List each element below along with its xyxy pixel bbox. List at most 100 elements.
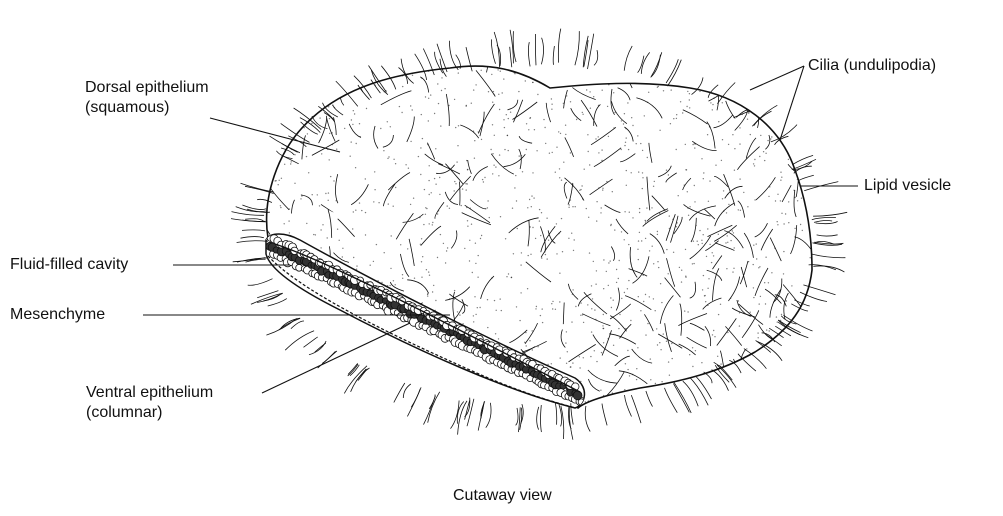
stipple-dot [781, 213, 782, 214]
stipple-dot [598, 152, 599, 153]
stipple-dot [296, 383, 297, 384]
stipple-dot [756, 258, 757, 259]
stipple-dot [454, 290, 455, 291]
stipple-dot [638, 240, 639, 241]
stipple-dot [433, 285, 434, 286]
stipple-dot [712, 104, 713, 105]
stipple-dot [717, 356, 718, 357]
stipple-dot [659, 213, 660, 214]
stipple-dot [575, 306, 576, 307]
stipple-dot [566, 95, 567, 96]
stipple-dot [499, 109, 500, 110]
stipple-dot [517, 400, 518, 401]
stipple-dot [494, 135, 495, 136]
stipple-dot [645, 220, 646, 221]
stipple-dot [329, 332, 330, 333]
stipple-dot [720, 304, 721, 305]
stipple-dot [495, 333, 496, 334]
stipple-dot [812, 134, 813, 135]
stipple-dot [585, 401, 586, 402]
leader-ventral [262, 323, 410, 393]
stipple-dot [419, 366, 420, 367]
stipple-dot [294, 78, 295, 79]
stipple-dot [645, 222, 646, 223]
stipple-dot [700, 387, 701, 388]
stipple-dot [373, 201, 374, 202]
label-fluid-filled-cavity: Fluid-filled cavity [10, 255, 128, 275]
stipple-dot [636, 368, 637, 369]
stipple-dot [768, 282, 769, 283]
stipple-dot [603, 314, 604, 315]
stipple-dot [775, 200, 776, 201]
stipple-dot [788, 222, 789, 223]
stipple-dot [381, 282, 382, 283]
stipple-dot [739, 178, 740, 179]
label-mesenchyme: Mesenchyme [10, 305, 105, 325]
stipple-dot [352, 228, 353, 229]
fringe-cilium [792, 159, 816, 169]
stipple-dot [668, 361, 669, 362]
stipple-dot [525, 332, 526, 333]
stipple-dot [654, 181, 655, 182]
stipple-dot [632, 125, 633, 126]
stipple-dot [703, 275, 704, 276]
stipple-dot [669, 215, 670, 216]
fringe-cilium [348, 364, 358, 376]
stipple-dot [418, 156, 419, 157]
stipple-dot [730, 298, 731, 299]
stipple-dot [602, 189, 603, 190]
stipple-dot [375, 67, 376, 68]
stipple-dot [777, 224, 778, 225]
stipple-dot [280, 396, 281, 397]
stipple-dot [591, 285, 592, 286]
stipple-dot [759, 100, 760, 101]
stipple-dot [709, 180, 710, 181]
stipple-dot [574, 239, 575, 240]
stipple-dot [669, 375, 670, 376]
fringe-cilium [646, 391, 653, 407]
stipple-dot [727, 242, 728, 243]
stipple-dot [475, 84, 476, 85]
stipple-dot [370, 265, 371, 266]
stipple-dot [739, 312, 740, 313]
stipple-dot [304, 127, 305, 128]
stipple-dot [547, 258, 548, 259]
stipple-dot [771, 136, 772, 137]
stipple-dot [572, 206, 573, 207]
stipple-dot [315, 234, 316, 235]
stipple-dot [496, 310, 497, 311]
stipple-dot [365, 212, 366, 213]
stipple-dot [638, 296, 639, 297]
stipple-dot [481, 139, 482, 140]
stipple-dot [626, 185, 627, 186]
stipple-dot [401, 112, 402, 113]
stipple-dot [778, 393, 779, 394]
cilium-stroke [292, 88, 315, 99]
stipple-dot [639, 232, 640, 233]
stipple-dot [361, 210, 362, 211]
stipple-dot [607, 69, 608, 70]
fringe-cilium [812, 217, 836, 219]
stipple-dot [794, 197, 795, 198]
stipple-dot [299, 368, 300, 369]
stipple-dot [535, 308, 536, 309]
stipple-dot [487, 200, 488, 201]
stipple-dot [793, 190, 794, 191]
stipple-dot [573, 250, 574, 251]
stipple-dot [794, 228, 795, 229]
stipple-dot [730, 240, 731, 241]
stipple-dot [515, 175, 516, 176]
stipple-dot [546, 218, 547, 219]
stipple-dot [432, 224, 433, 225]
stipple-dot [521, 252, 522, 253]
stipple-dot [474, 158, 475, 159]
stipple-dot [642, 172, 643, 173]
stipple-dot [288, 113, 289, 114]
fringe-cilium [304, 337, 318, 347]
stipple-dot [320, 356, 321, 357]
stipple-dot [732, 134, 733, 135]
stipple-dot [689, 206, 690, 207]
fringe-cilium [309, 341, 326, 355]
stipple-dot [342, 256, 343, 257]
stipple-dot [411, 352, 412, 353]
